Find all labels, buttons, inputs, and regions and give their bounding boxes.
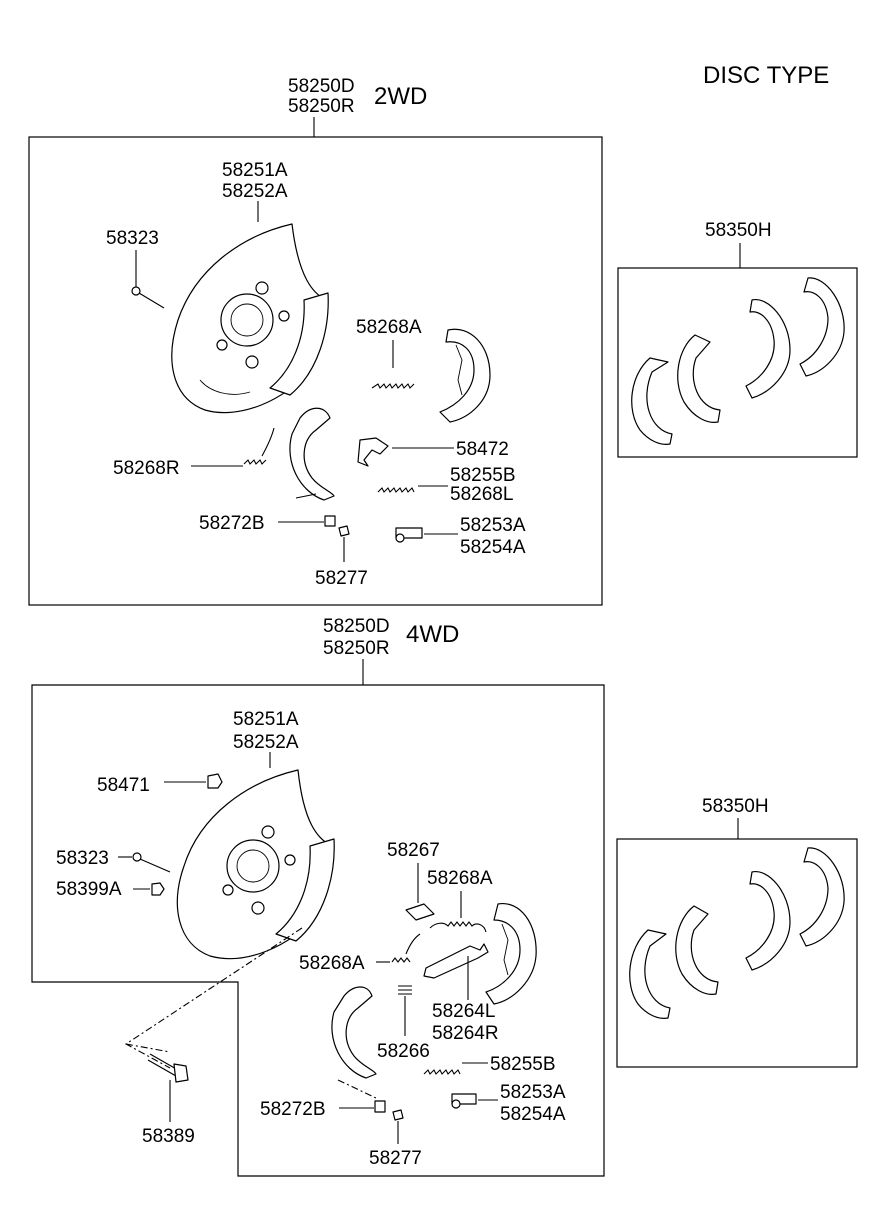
twowd-drive-label: 2WD	[374, 83, 427, 110]
fourwd-adjuster-code-2: 58254A	[500, 1104, 566, 1125]
twowd-spring-left-code: 58268R	[113, 458, 180, 479]
twowd-cup	[338, 525, 350, 537]
fourwd-cup	[392, 1109, 404, 1121]
twowd-spring-top	[371, 383, 415, 389]
fourwd-drive-label: 4WD	[406, 621, 459, 648]
twowd-shoe-pin-line	[295, 493, 317, 499]
twowd-shoe-kit-frame	[617, 267, 858, 458]
twowd-spring-left	[243, 427, 275, 465]
fourwd-lever-code-2: 58264R	[432, 1023, 499, 1044]
fourwd-lever	[423, 943, 489, 979]
twowd-shoe-left	[289, 407, 335, 501]
twowd-cup-code: 58277	[315, 568, 368, 589]
twowd-spring-adj-code-2: 58268L	[450, 484, 513, 505]
fourwd-strut-plate	[405, 903, 435, 921]
twowd-adjuster-code-2: 58254A	[460, 537, 526, 558]
twowd-shoe-kit-shoes	[631, 277, 845, 445]
fourwd-backing-plate-code-2: 58252A	[233, 732, 299, 753]
twowd-shoe-kit-code: 58350H	[705, 220, 772, 241]
fourwd-adjuster	[451, 1093, 477, 1109]
fourwd-spring-adj	[423, 1069, 461, 1075]
twowd-pin	[324, 515, 336, 527]
fourwd-shoe-kit-frame	[616, 838, 858, 1068]
fourwd-spring-adj-code: 58255B	[490, 1054, 556, 1075]
fourwd-spring-top	[429, 921, 487, 933]
twowd-spring-top-code: 58268A	[356, 317, 422, 338]
fourwd-bolt-code: 58323	[56, 848, 109, 869]
fourwd-bolt	[132, 852, 171, 873]
twowd-spring-adj	[377, 487, 415, 493]
fourwd-adjuster-code-1: 58253A	[500, 1082, 566, 1103]
fourwd-pin	[374, 1100, 386, 1113]
fourwd-mount-bolt-code: 58389	[142, 1126, 195, 1147]
twowd-lever	[357, 437, 389, 467]
fourwd-shoe-right	[485, 903, 537, 1005]
fourwd-shoe-left	[331, 986, 377, 1079]
fourwd-clip-code: 58266	[377, 1041, 430, 1062]
fourwd-clip	[398, 985, 412, 995]
fourwd-nut	[151, 882, 165, 896]
fourwd-spring-left-code: 58268A	[299, 953, 365, 974]
twowd-backing-plate	[171, 223, 329, 414]
fourwd-cup-code: 58277	[369, 1148, 422, 1169]
fourwd-plug	[207, 773, 223, 789]
twowd-lever-code: 58472	[456, 439, 509, 460]
fourwd-shoe-pin-line	[337, 1079, 377, 1099]
fourwd-assy-code-2: 58250R	[323, 638, 390, 659]
fourwd-backing-plate-code-1: 58251A	[233, 709, 299, 730]
fourwd-plug-code: 58471	[97, 775, 150, 796]
twowd-pin-code: 58272B	[199, 513, 265, 534]
fourwd-spring-left	[391, 933, 421, 963]
fourwd-pin-code: 58272B	[260, 1099, 326, 1120]
fourwd-assy-code-1: 58250D	[323, 616, 390, 637]
fourwd-nut-code: 58399A	[56, 879, 122, 900]
twowd-backing-plate-code-1: 58251A	[222, 160, 288, 181]
fourwd-frame	[31, 684, 605, 1177]
fourwd-mount-bolt-guide	[124, 927, 303, 1069]
twowd-adjuster	[395, 527, 423, 543]
twowd-backing-plate-code-2: 58252A	[222, 181, 288, 202]
twowd-bolt	[131, 286, 165, 309]
fourwd-shoe-kit-code: 58350H	[702, 796, 769, 817]
fourwd-backing-plate	[176, 769, 335, 960]
fourwd-shoe-kit-shoes	[629, 847, 845, 1019]
twowd-spring-adj-code-1: 58255B	[450, 465, 516, 486]
twowd-bolt-code: 58323	[106, 228, 159, 249]
diagram-title: DISC TYPE	[703, 62, 829, 89]
twowd-shoe-right	[439, 328, 491, 423]
fourwd-strut-plate-code: 58267	[387, 840, 440, 861]
fourwd-lever-code-1: 58264L	[432, 1001, 495, 1022]
twowd-adjuster-code-1: 58253A	[460, 515, 526, 536]
fourwd-spring-top-code: 58268A	[427, 868, 493, 889]
twowd-frame	[28, 136, 603, 606]
fourwd-mount-bolt	[147, 1053, 189, 1083]
twowd-assy-code-1: 58250D	[288, 76, 355, 97]
twowd-assy-code-2: 58250R	[288, 96, 355, 117]
